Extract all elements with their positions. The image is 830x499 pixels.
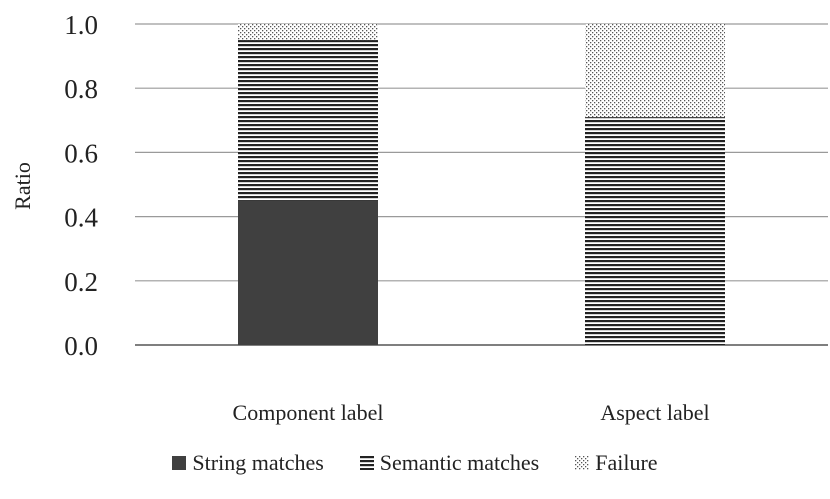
bar-segment-failure: [585, 24, 725, 118]
legend-swatch-solid: [172, 456, 187, 470]
bar-segment-failure: [238, 24, 378, 41]
legend-swatch-dots: [575, 456, 590, 470]
y-tick-label: 1.0: [64, 10, 98, 40]
legend-item-failure: Failure: [575, 450, 658, 476]
stacked-bar-chart: 0.0 0.2 0.4 0.6 0.8 1.0 Component label Aspect…: [10, 10, 828, 425]
bar-segment-semantic-matches: [238, 40, 378, 201]
bar-segment-string-matches: [238, 200, 378, 345]
category-labels: Component label Aspect label: [233, 400, 710, 425]
y-tick-label: 0.6: [64, 138, 98, 168]
bar-segment-semantic-matches: [585, 117, 725, 345]
legend-label: Semantic matches: [379, 450, 540, 475]
y-tick-label: 0.8: [64, 74, 98, 104]
y-tick-labels: 0.0 0.2 0.4 0.6 0.8 1.0: [64, 10, 98, 361]
y-tick-label: 0.0: [64, 331, 98, 361]
category-label: Aspect label: [600, 400, 709, 425]
legend-swatch-lines: [359, 456, 374, 470]
y-tick-label: 0.2: [64, 267, 98, 297]
legend-label: String matches: [192, 450, 324, 475]
bars: [238, 24, 725, 345]
legend: String matches Semantic matches Failure: [0, 445, 830, 481]
y-tick-label: 0.4: [64, 203, 98, 233]
legend-item-string-matches: String matches: [172, 450, 324, 476]
category-label: Component label: [233, 400, 384, 425]
legend-label: Failure: [595, 450, 658, 475]
y-axis-label: Ratio: [10, 162, 35, 210]
legend-item-semantic-matches: Semantic matches: [359, 450, 540, 476]
